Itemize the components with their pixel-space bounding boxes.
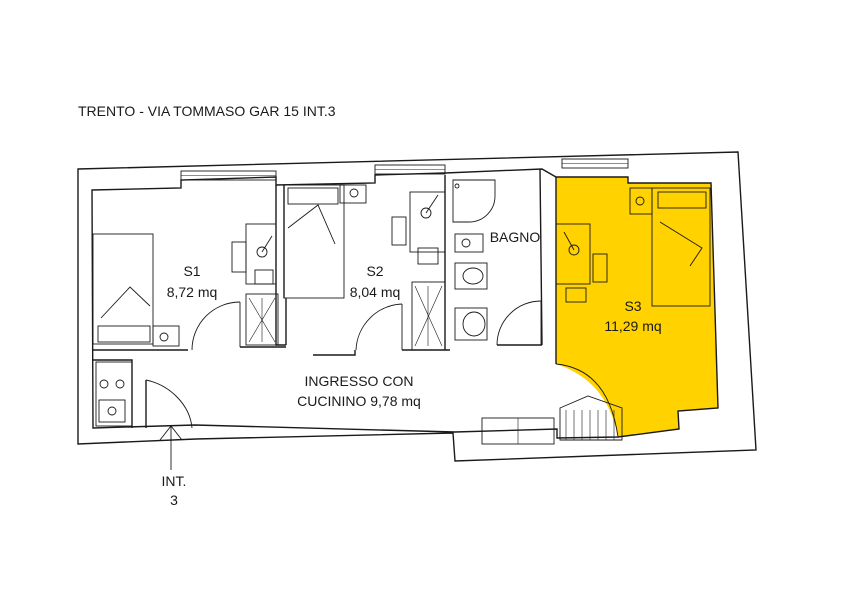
entrance-number: 3: [170, 492, 178, 508]
room-area-s2: 8,04 mq: [350, 284, 401, 300]
room-label-s3: S3: [624, 298, 641, 314]
room-area-s3: 11,29 mq: [604, 318, 661, 334]
room-label-s2: S2: [366, 263, 383, 279]
room-area-s1: 8,72 mq: [167, 284, 218, 300]
kitchenette: [95, 361, 133, 427]
plan-title: TRENTO - VIA TOMMASO GAR 15 INT.3: [78, 103, 336, 119]
furniture-s1: [92, 223, 279, 347]
entrance-arrow: [159, 425, 183, 470]
interior-walls: [93, 168, 557, 428]
exterior-walls: [77, 151, 757, 462]
room-area-ingresso: CUCININO 9,78 mq: [297, 393, 421, 409]
furniture-s3: [555, 187, 711, 441]
windows: [180, 158, 629, 445]
room-label-ingresso: INGRESSO CON: [305, 373, 414, 389]
room-label-s1: S1: [183, 263, 200, 279]
furniture-s2: [283, 184, 446, 351]
room-label-bagno: BAGNO: [490, 229, 541, 245]
doors: [145, 300, 619, 438]
room-s3-highlight[interactable]: [556, 177, 718, 437]
entrance-label: INT.: [162, 473, 187, 489]
bathroom-fixtures: [452, 179, 496, 341]
